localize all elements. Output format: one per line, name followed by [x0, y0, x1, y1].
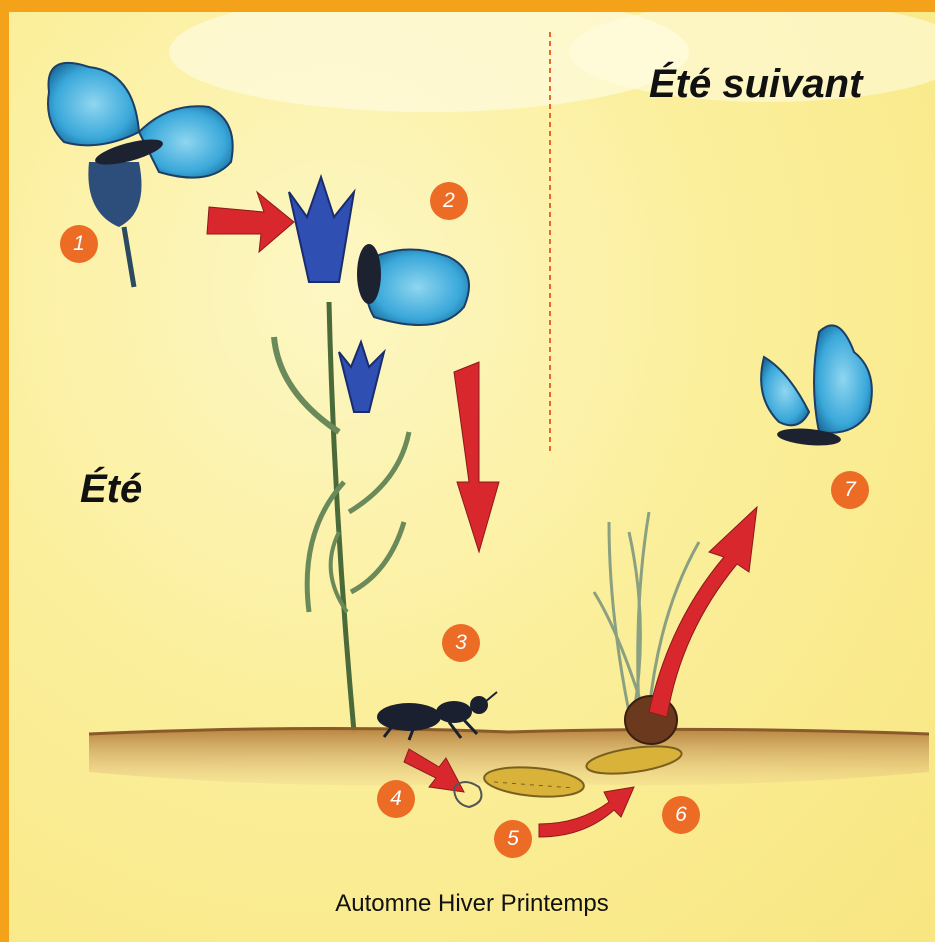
step-badge-7: 7 [831, 471, 869, 509]
arrow-icon [207, 192, 294, 252]
step-badge-5: 5 [494, 820, 532, 858]
step-badge-6: 6 [662, 796, 700, 834]
season-title-summer: Été [80, 467, 142, 512]
life-cycle-illustration [9, 12, 935, 942]
step-badge-4: 4 [377, 780, 415, 818]
arrow-icon [454, 362, 499, 552]
arrow-icon [649, 507, 757, 717]
step-badge-2: 2 [430, 182, 468, 220]
butterfly-icon [761, 325, 872, 447]
life-cycle-panel: Été Été suivant 1 2 3 4 5 6 7 Automne Hi… [9, 12, 935, 942]
season-caption: Automne Hiver Printemps [9, 890, 935, 918]
step-badge-1: 1 [60, 225, 98, 263]
gentian-flower-icon [274, 177, 469, 732]
step-badge-3: 3 [442, 624, 480, 662]
season-title-next-summer: Été suivant [649, 62, 862, 107]
